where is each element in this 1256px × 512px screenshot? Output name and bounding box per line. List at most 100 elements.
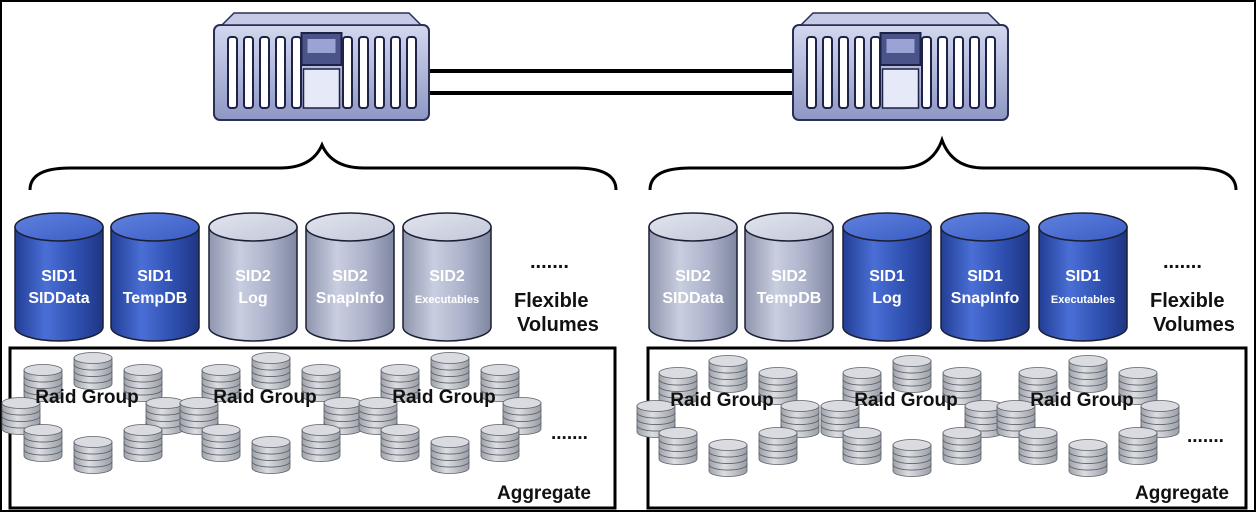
volume-top bbox=[940, 212, 1030, 242]
raid-group-label: Raid Group bbox=[392, 387, 495, 408]
controller-slot bbox=[937, 36, 948, 109]
disk-stack bbox=[1068, 439, 1108, 477]
volume-body bbox=[648, 226, 738, 342]
controller-screen bbox=[886, 39, 915, 53]
volume-label-line2: TempDB bbox=[123, 290, 188, 307]
disk-top bbox=[1018, 367, 1058, 379]
volume-top bbox=[305, 212, 395, 242]
controller-slot bbox=[390, 36, 401, 109]
disk-top bbox=[358, 397, 398, 409]
volume-label-line1: SID1 bbox=[41, 268, 77, 285]
disk-stack bbox=[780, 400, 820, 438]
volume-body bbox=[14, 226, 104, 342]
disk-stack bbox=[480, 424, 520, 462]
controller-screen bbox=[307, 39, 336, 53]
brace-right bbox=[648, 135, 1238, 191]
disk-stack bbox=[430, 436, 470, 474]
cluster-interconnect bbox=[428, 69, 795, 95]
volume-body bbox=[842, 226, 932, 342]
disk-stack bbox=[758, 427, 798, 465]
controller-panel bbox=[302, 68, 341, 109]
aggregate-label-right: Aggregate bbox=[1135, 483, 1229, 504]
volume-label-line1: SID2 bbox=[235, 268, 271, 285]
volume-body bbox=[402, 226, 492, 342]
controller-slot bbox=[985, 36, 996, 109]
disk-top bbox=[1018, 427, 1058, 439]
volume-label-line2: Log bbox=[238, 290, 267, 307]
volume-body bbox=[1038, 226, 1128, 342]
disk-stack bbox=[73, 352, 113, 390]
disk-stack bbox=[996, 400, 1036, 438]
volume-body bbox=[940, 226, 1030, 342]
volume-label-line1: SID1 bbox=[967, 268, 1003, 285]
disk-top bbox=[842, 427, 882, 439]
disk-stack bbox=[301, 364, 341, 402]
disk-top bbox=[1, 397, 41, 409]
flexible-label-left: Flexible bbox=[514, 290, 588, 312]
volume-body bbox=[305, 226, 395, 342]
disk-top bbox=[892, 355, 932, 367]
volume-label-line2: Executables bbox=[1051, 294, 1115, 306]
controller-slot bbox=[854, 36, 865, 109]
volume-top bbox=[110, 212, 200, 242]
disk-top bbox=[23, 424, 63, 436]
controller-slot bbox=[953, 36, 964, 109]
disk-stack bbox=[251, 352, 291, 390]
disk-stack bbox=[708, 355, 748, 393]
volumes-label-left: Volumes bbox=[517, 314, 599, 336]
disk-top bbox=[708, 355, 748, 367]
disk-top bbox=[996, 400, 1036, 412]
volumes-ellipsis-left: ....... bbox=[530, 251, 569, 273]
disk-top bbox=[1068, 355, 1108, 367]
disk-top bbox=[251, 352, 291, 364]
volume-top bbox=[1038, 212, 1128, 242]
disk-top bbox=[145, 397, 185, 409]
controller-slot bbox=[243, 36, 254, 109]
disk-top bbox=[780, 400, 820, 412]
controller-slot bbox=[291, 36, 302, 109]
volume-label-line1: SID2 bbox=[771, 268, 807, 285]
disk-top bbox=[708, 439, 748, 451]
disk-stack bbox=[73, 436, 113, 474]
controller-slot bbox=[969, 36, 980, 109]
disk-top bbox=[73, 436, 113, 448]
disk-stack bbox=[23, 424, 63, 462]
volume-label-line2: SIDData bbox=[662, 290, 723, 307]
disk-top bbox=[201, 364, 241, 376]
flexible-label-right: Flexible bbox=[1150, 290, 1224, 312]
disk-stack bbox=[430, 352, 470, 390]
aggregate-label-left: Aggregate bbox=[497, 483, 591, 504]
raid-group: Raid Group bbox=[1, 352, 185, 474]
disk-top bbox=[23, 364, 63, 376]
disk-stack bbox=[480, 364, 520, 402]
controller-slot bbox=[358, 36, 369, 109]
disk-top bbox=[380, 364, 420, 376]
disk-top bbox=[758, 427, 798, 439]
controller-top bbox=[799, 12, 1002, 26]
flexible-volumes-left: SID1SIDDataSID1TempDBSID2LogSID2SnapInfo… bbox=[14, 212, 492, 342]
raid-group: Raid Group bbox=[636, 355, 820, 477]
disk-top bbox=[1118, 427, 1158, 439]
disk-stack bbox=[1118, 367, 1158, 405]
controller-slot bbox=[921, 36, 932, 109]
disk-top bbox=[301, 424, 341, 436]
volume-label-line1: SID1 bbox=[1065, 268, 1101, 285]
disk-stack bbox=[23, 364, 63, 402]
volume-label-line2: SnapInfo bbox=[316, 290, 385, 307]
disk-top bbox=[73, 352, 113, 364]
volume-label-line2: SnapInfo bbox=[951, 290, 1020, 307]
volume-label-line2: Executables bbox=[415, 294, 479, 306]
raid-group: Raid Group bbox=[996, 355, 1180, 477]
volume-top bbox=[208, 212, 298, 242]
disk-top bbox=[123, 364, 163, 376]
disk-top bbox=[758, 367, 798, 379]
